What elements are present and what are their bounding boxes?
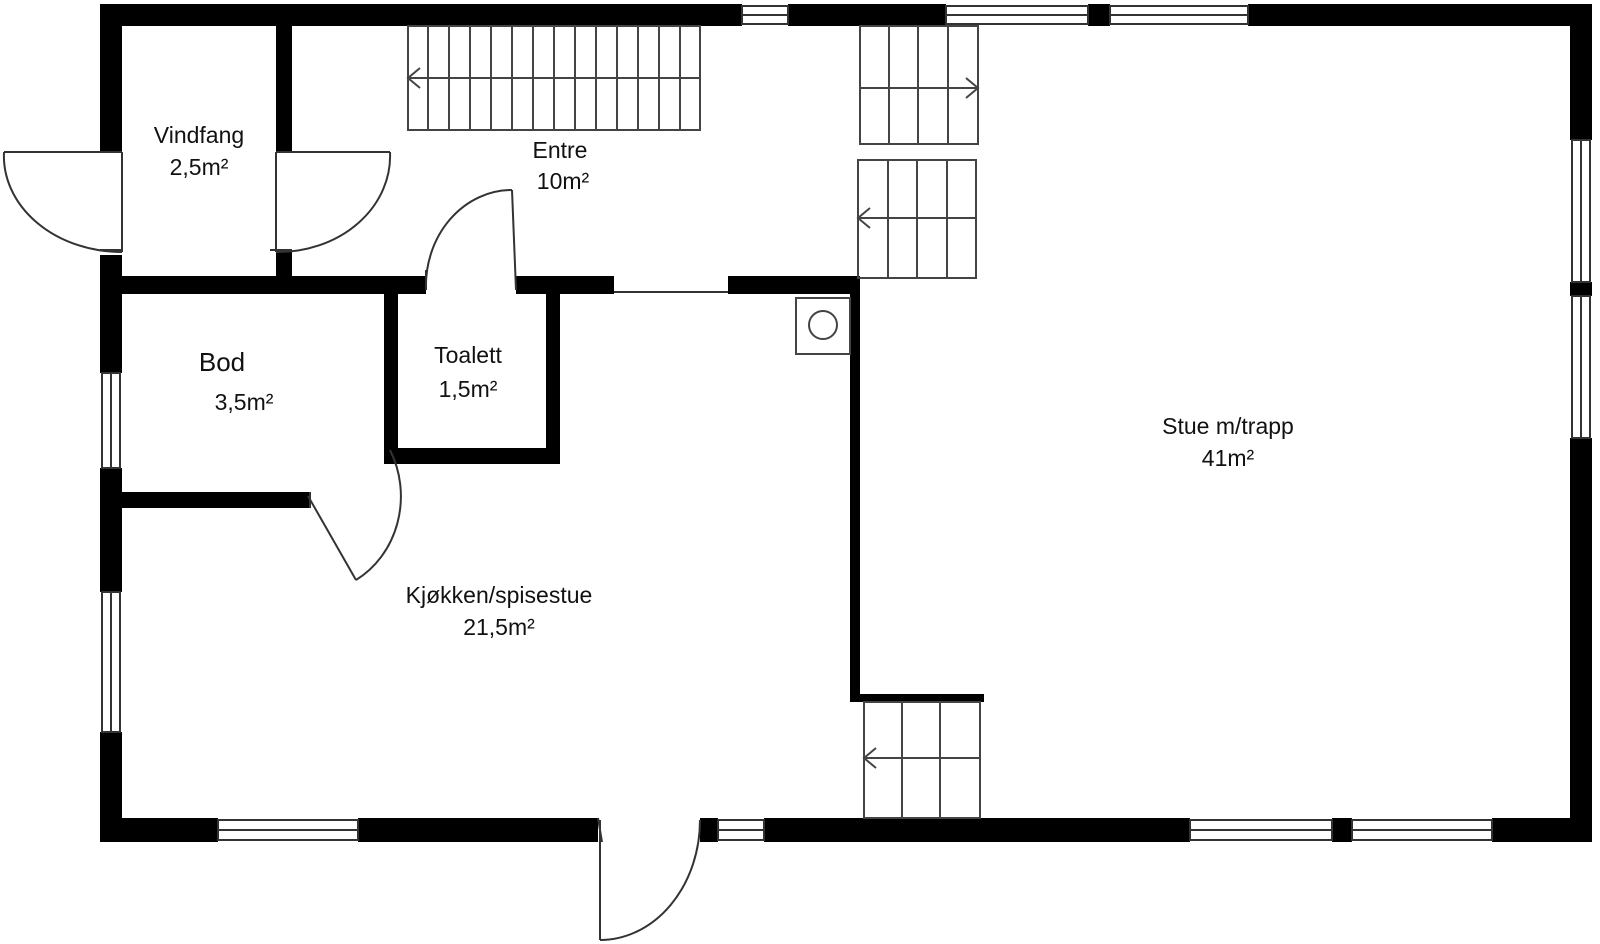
wall-bottom-2 [358,818,598,842]
wall-top-4 [1248,4,1592,26]
wall-right-2 [1570,282,1592,296]
wall-stue-left [850,276,860,700]
stair-lower [862,701,981,819]
wall-toalett-left [384,276,398,448]
window-bottom-4 [1351,819,1493,841]
room-area-toalett: 1,5m² [439,376,498,402]
stair-upper-right [859,25,980,145]
wall-bod-bottom [100,492,310,508]
wall-mid-3 [728,276,858,294]
wall-mid-2 [516,276,614,294]
window-bottom-2 [717,819,765,841]
wall-toalett-bottom [384,448,560,464]
toalett-door [424,188,517,291]
window-bottom-1 [217,819,359,841]
wall-stair-top [850,694,984,702]
wall-right-3 [1570,438,1592,842]
room-labels: Vindfang 2,5m² Entre 10m² Bod 3,5m² Toal… [154,122,1294,640]
window-right-2 [1571,295,1591,439]
windows [101,5,1591,841]
bod-door [307,449,402,581]
doors [2,151,701,941]
kitchen-exit-door [597,817,701,941]
window-top-2 [945,5,1089,25]
room-area-entre: 10m² [537,168,590,194]
wall-top-2 [788,4,946,26]
wall-left-3 [100,468,122,592]
chimney [795,297,851,355]
window-top-1 [741,5,789,25]
wall-top-3 [1088,4,1110,26]
wall-bottom-5 [1332,818,1352,842]
room-area-bod: 3,5m² [215,389,274,415]
wall-vindfang-right-2 [276,252,292,278]
wall-left-2 [100,255,122,373]
stairs [406,25,981,819]
room-name-toalett: Toalett [434,342,502,368]
stair-entre [406,25,701,131]
wall-mid-1 [100,276,426,294]
room-name-stue: Stue m/trapp [1162,413,1294,439]
window-right-1 [1571,139,1591,283]
window-left-1 [101,372,121,469]
room-name-vindfang: Vindfang [154,122,244,148]
wall-left-4 [100,732,122,842]
window-bottom-3 [1189,819,1333,841]
room-area-vindfang: 2,5m² [170,154,229,180]
wall-toalett-right [546,276,560,464]
wall-left-1 [100,4,122,152]
wall-vindfang-right-1 [276,22,292,152]
room-area-kjokken: 21,5m² [463,614,535,640]
room-name-entre: Entre [533,137,588,163]
wall-top-1 [100,4,742,26]
inner-walls [100,22,984,702]
room-name-bod: Bod [199,347,245,377]
wall-bottom-4 [764,818,1190,842]
room-area-stue: 41m² [1202,445,1255,471]
window-top-3 [1109,5,1249,25]
wall-bottom-3 [700,818,718,842]
stair-middle [856,159,977,279]
front-door [2,151,392,254]
window-left-2 [101,591,121,733]
room-name-kjokken: Kjøkken/spisestue [406,582,593,608]
wall-right-1 [1570,4,1592,140]
